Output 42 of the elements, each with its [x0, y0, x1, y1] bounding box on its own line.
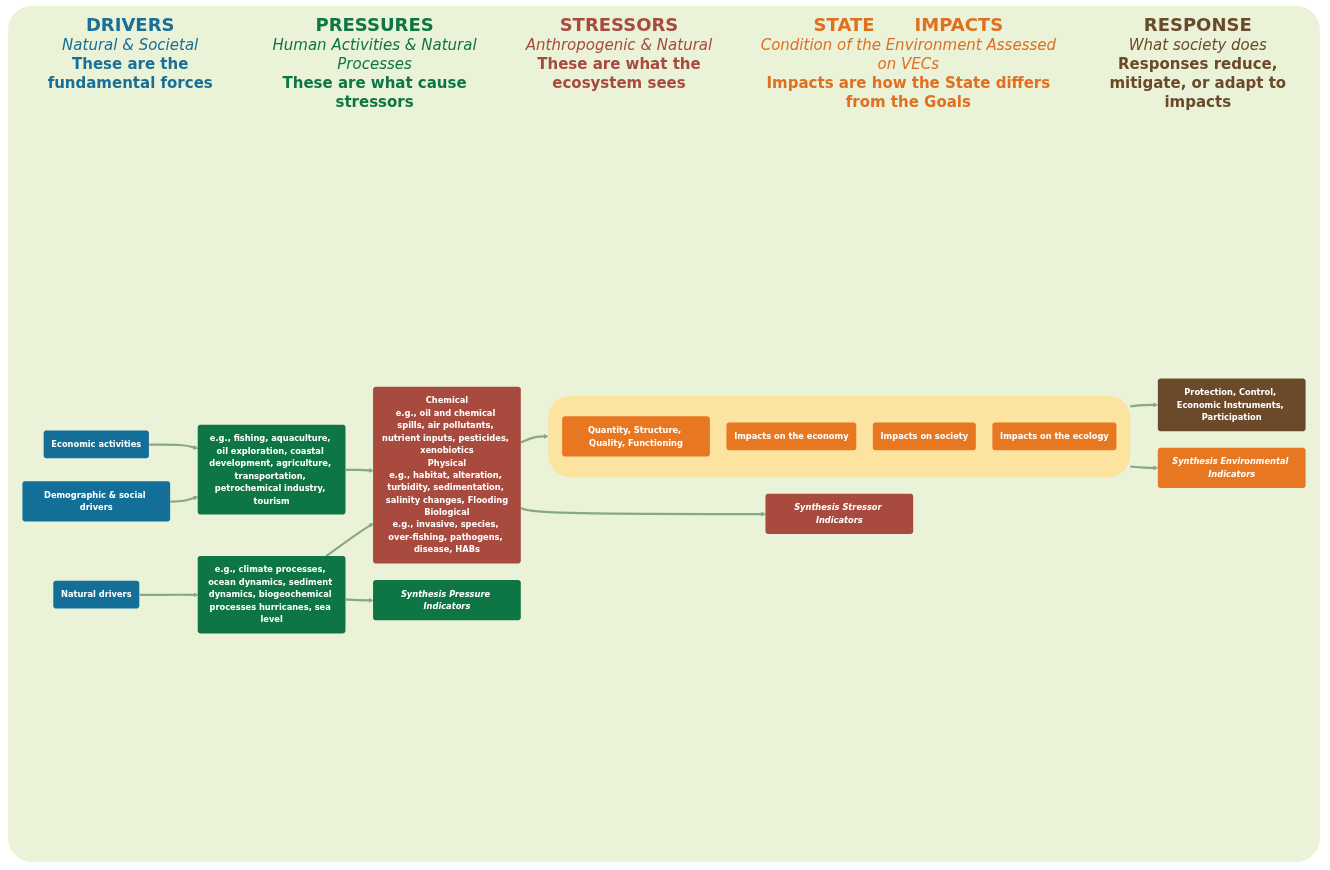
- node-box: [726, 422, 857, 451]
- node-box: [373, 580, 521, 621]
- column-subtitle: Anthropogenic & Natural: [525, 36, 713, 54]
- arrow: [520, 507, 766, 517]
- column-subtitle: Natural & Societal: [62, 36, 199, 54]
- column-heading: STRESSORS: [559, 14, 679, 35]
- node-box: [53, 580, 140, 609]
- node-box: [373, 386, 521, 564]
- arrow: [149, 443, 199, 450]
- arrow: [345, 468, 374, 473]
- cluster: [548, 395, 1131, 478]
- node-box: [197, 424, 346, 515]
- column-heading: DRIVERS: [85, 14, 175, 35]
- node-box: [562, 416, 710, 457]
- column-subtitle: What society does: [1128, 36, 1267, 54]
- node-box: [1157, 378, 1306, 432]
- column-heading: IMPACTS: [914, 14, 1004, 35]
- arrow: [325, 523, 374, 558]
- column-description: These are what cause stressors: [282, 74, 467, 111]
- column-heading: STATE: [813, 14, 875, 35]
- panel-background: DRIVERS Natural & Societal These are the fundamental forces PRESSURES Human Activities & Natural Processes These are what cause stressors STRESSORS Anthropogenic & Natural These are what the ecosystem sees STATE IMPACTS Condition of the Environment Assessed on VECs Impacts are how the State differs from the Goals RESPONSE What society does Responses reduce, mitigate, or adapt to impacts Quantity, Structure, Quality, Functioning Impacts on the economy Impacts on society Impacts on the ecology Economic activities Demographic & social drivers Natural drivers e.g., fishing, aquaculture, oil exploration, coastal development, agriculture, transportation, petrochemical industry, tourism e.g., climate processes, ocean dynamics, sediment dynamics, biogeochemical processes hurricanes, sea level Chemical e.g., oil and chemical spills, air pollutants, nutrient inputs, pesticides, xenobiotics Physical e.g., habitat, alteration, turbidity, sedimentation, salinity changes, Flooding Biological e.g., invasive, species, over-fishing, pathogens, disease, HABs Protection, Control, Economic Instruments, Participation Synthesis Pressure Indicators Synthesis Stressor Indicators Synthesis Environmental Indicators: [8, 6, 1320, 862]
- column-description: These are the fundamental forces: [47, 55, 213, 92]
- node-box: [872, 422, 976, 451]
- column-heading: RESPONSE: [1143, 14, 1252, 35]
- node-box: [992, 422, 1117, 451]
- arrow: [345, 597, 374, 603]
- arrow: [170, 495, 199, 503]
- node-box: [22, 481, 171, 522]
- column-subtitle: Condition of the Environment Assessed on VECs: [760, 36, 1057, 73]
- node-box: [197, 555, 346, 634]
- arrow: [1130, 465, 1159, 471]
- column-description: Impacts are how the State differs from the Goals: [766, 74, 1051, 111]
- arrow: [139, 592, 199, 598]
- column-heading: PRESSURES: [315, 14, 434, 35]
- arrow: [1130, 402, 1159, 408]
- column-subtitle: Human Activities & Natural Processes: [272, 36, 477, 73]
- column-description: Responses reduce, mitigate, or adapt to impacts: [1109, 55, 1287, 111]
- arrow: [520, 434, 549, 444]
- node-box: [43, 430, 149, 459]
- node-box: [1157, 447, 1306, 489]
- column-description: These are what the ecosystem sees: [537, 55, 701, 92]
- node-box: [765, 493, 914, 534]
